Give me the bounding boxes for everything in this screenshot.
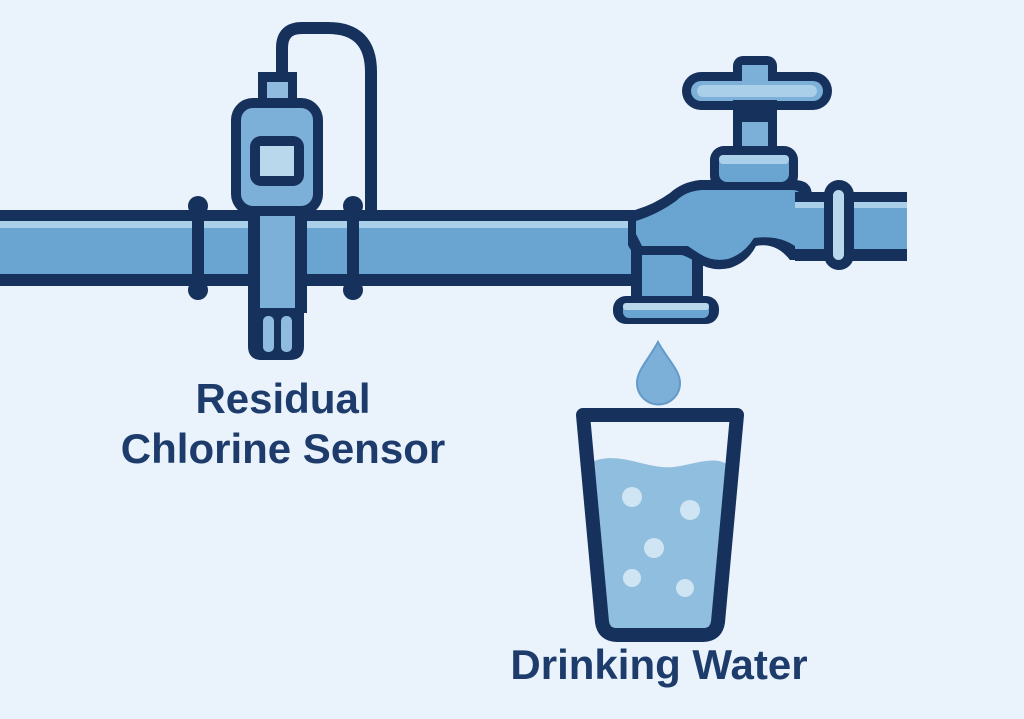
sensor-probe-icon xyxy=(248,203,307,360)
faucet-spout xyxy=(613,245,719,324)
drinking-water-label: Drinking Water xyxy=(510,641,807,688)
water-drop-icon xyxy=(635,339,682,406)
water-pipe-left xyxy=(0,210,655,286)
glass-of-water-icon xyxy=(576,408,744,642)
bubbles xyxy=(622,487,700,597)
tee-fitting-icon xyxy=(188,196,363,300)
sensor-label-line2: Chlorine Sensor xyxy=(121,425,445,472)
faucet-handle-icon xyxy=(682,56,832,190)
sensor-cable-icon xyxy=(276,22,377,216)
chlorine-sensor-device-icon xyxy=(231,72,323,216)
sensor-label-line1: Residual xyxy=(195,375,370,422)
faucet-body xyxy=(628,180,812,270)
pipe-coupling-icon xyxy=(824,180,854,270)
